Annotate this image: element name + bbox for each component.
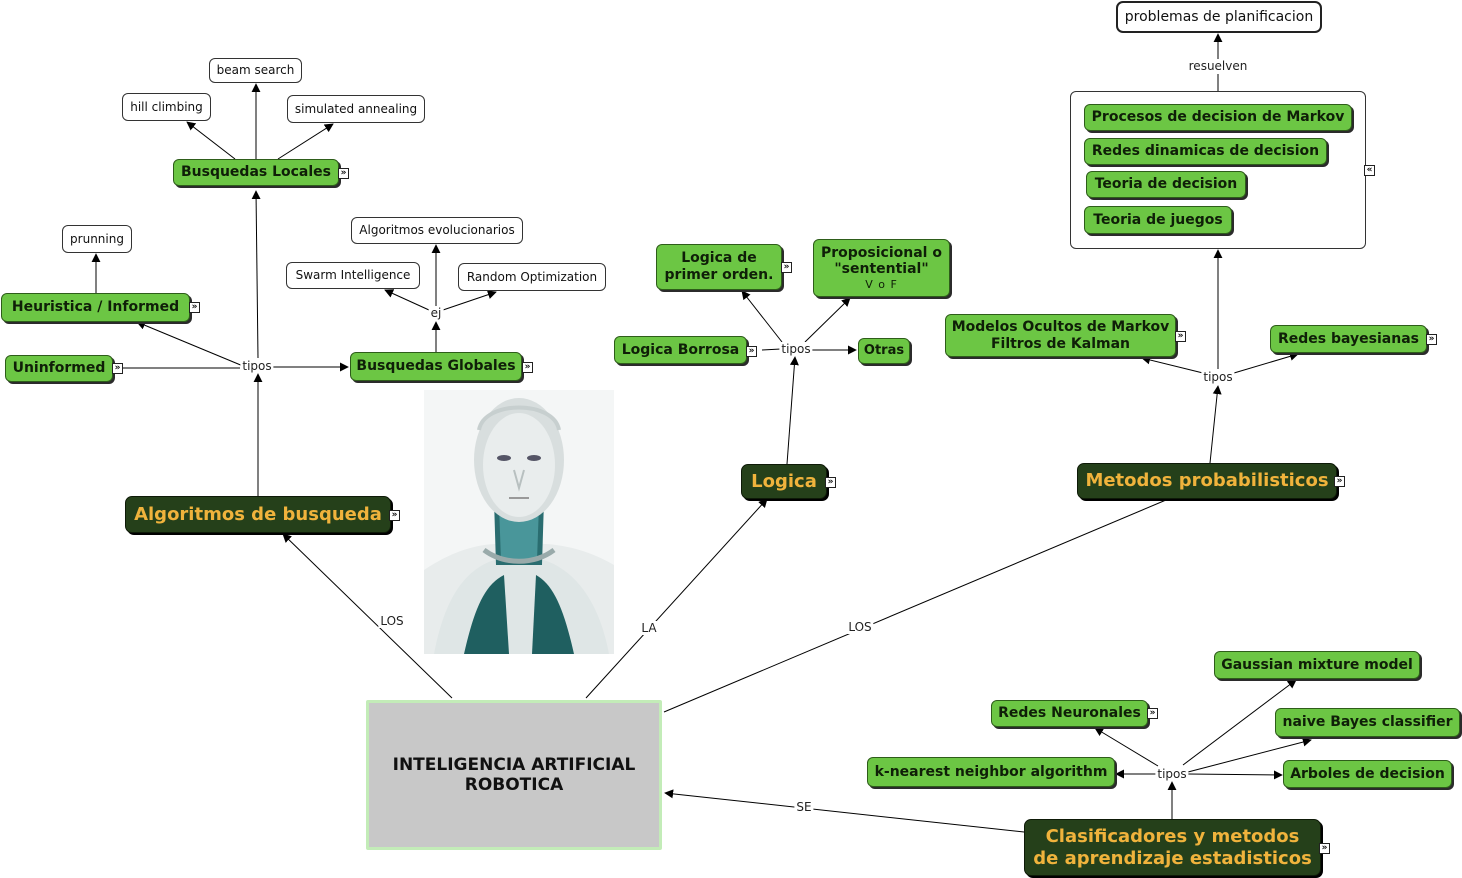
node-simulated-annealing[interactable]: simulated annealing xyxy=(287,95,425,123)
link-label-los: LOS xyxy=(378,614,406,628)
node-heuristica-informed[interactable]: Heuristica / Informed xyxy=(1,293,190,322)
node-proposicional[interactable]: Proposicional o "sentential" V o F xyxy=(813,239,950,297)
central-title-line2: ROBOTICA xyxy=(464,775,564,795)
node-knn[interactable]: k-nearest neighbor algorithm xyxy=(867,757,1115,787)
node-beam-search[interactable]: beam search xyxy=(209,58,302,83)
node-logica-borrosa[interactable]: Logica Borrosa xyxy=(614,336,747,364)
link-label-tipos: tipos xyxy=(1201,370,1235,384)
expand-icon[interactable]: » xyxy=(522,362,533,373)
node-prunning[interactable]: prunning xyxy=(62,225,132,253)
node-arboles-decision[interactable]: Arboles de decision xyxy=(1283,760,1452,788)
node-redes-bayesianas[interactable]: Redes bayesianas xyxy=(1270,325,1427,353)
collapse-icon[interactable]: « xyxy=(1364,165,1375,176)
node-busquedas-globales[interactable]: Busquedas Globales xyxy=(350,352,522,381)
expand-icon[interactable]: » xyxy=(189,302,200,313)
link-label-tipos: tipos xyxy=(240,359,274,373)
robot-image xyxy=(424,390,614,654)
expand-icon[interactable]: » xyxy=(338,168,349,179)
node-clasificadores[interactable]: Clasificadores y metodos de aprendizaje … xyxy=(1024,819,1321,876)
expand-icon[interactable]: » xyxy=(112,363,123,374)
node-swarm-intelligence[interactable]: Swarm Intelligence xyxy=(286,262,420,289)
node-algoritmos-evolucionarios[interactable]: Algoritmos evolucionarios xyxy=(351,217,523,244)
link-label-ej: ej xyxy=(428,306,444,320)
link-label-tipos: tipos xyxy=(1155,767,1189,781)
link-label-la: LA xyxy=(639,621,659,635)
link-label-resuelven: resuelven xyxy=(1186,59,1250,73)
node-teoria-juegos[interactable]: Teoria de juegos xyxy=(1084,206,1232,234)
node-busquedas-locales[interactable]: Busquedas Locales xyxy=(173,159,339,186)
link-label-tipos: tipos xyxy=(779,342,813,356)
node-algoritmos-de-busqueda[interactable]: Algoritmos de busqueda xyxy=(125,496,391,533)
node-modelos-ocultos-markov[interactable]: Modelos Ocultos de Markov Filtros de Kal… xyxy=(945,314,1176,357)
node-redes-dinamicas[interactable]: Redes dinamicas de decision xyxy=(1084,138,1327,165)
node-teoria-decision[interactable]: Teoria de decision xyxy=(1086,171,1246,198)
node-gaussian-mixture[interactable]: Gaussian mixture model xyxy=(1214,651,1420,679)
expand-icon[interactable]: » xyxy=(1147,708,1158,719)
node-problemas-de-planificacion[interactable]: problemas de planificacion xyxy=(1116,1,1322,33)
node-hill-climbing[interactable]: hill climbing xyxy=(122,93,211,121)
link-label-los: LOS xyxy=(846,620,874,634)
central-title-line1: INTELIGENCIA ARTIFICIAL xyxy=(392,754,636,775)
node-random-optimization[interactable]: Random Optimization xyxy=(458,263,606,291)
expand-icon[interactable]: » xyxy=(781,262,792,273)
link-label-se: SE xyxy=(794,800,814,814)
node-metodos-probabilisticos[interactable]: Metodos probabilisticos xyxy=(1077,463,1337,499)
node-logica[interactable]: Logica xyxy=(741,464,827,499)
node-redes-neuronales[interactable]: Redes Neuronales xyxy=(991,700,1148,727)
node-procesos-markov[interactable]: Procesos de decision de Markov xyxy=(1084,104,1352,131)
expand-icon[interactable]: » xyxy=(746,346,757,357)
expand-icon[interactable]: » xyxy=(389,510,400,521)
expand-icon[interactable]: » xyxy=(1426,334,1437,345)
node-otras[interactable]: Otras xyxy=(858,338,910,364)
expand-icon[interactable]: » xyxy=(1334,476,1345,487)
node-uninformed[interactable]: Uninformed xyxy=(5,355,113,382)
expand-icon[interactable]: » xyxy=(1319,843,1330,854)
expand-icon[interactable]: » xyxy=(825,477,836,488)
node-logica-primer-orden[interactable]: Logica de primer orden. xyxy=(656,244,782,290)
central-node[interactable]: INTELIGENCIA ARTIFICIAL ROBOTICA xyxy=(366,700,662,850)
node-naive-bayes[interactable]: naive Bayes classifier xyxy=(1275,708,1460,737)
expand-icon[interactable]: » xyxy=(1175,331,1186,342)
